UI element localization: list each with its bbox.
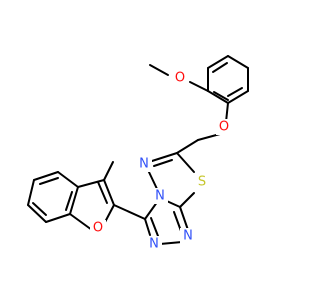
bond-ring-double1: [212, 62, 228, 73]
bond-bf-c3a: [77, 179, 105, 188]
bond-layer: [27, 55, 249, 245]
bond-bf-c3: [103, 179, 115, 206]
bond-bz-double1: [32, 202, 47, 216]
bond-ring3: [227, 55, 249, 69]
atom-n-triazole-a: N: [183, 229, 193, 244]
bond-ring-double3: [213, 91, 229, 101]
bond-c6-s: [176, 152, 195, 173]
bond-bz2: [45, 213, 71, 223]
bond-bz5: [33, 171, 59, 181]
bond-bf-c3-double: [97, 181, 108, 204]
bond-ring5: [227, 90, 249, 104]
atom-n-bridge: N: [155, 189, 165, 204]
atom-o-furan: O: [93, 221, 103, 236]
bond-tz2: [159, 241, 183, 245]
bond-c6-n-double: [153, 159, 173, 167]
atom-n-thiadiazole: N: [139, 157, 149, 172]
bond-tz1-double: [173, 211, 182, 232]
bond-link: [113, 204, 146, 220]
bond-ring-double2: [227, 87, 243, 97]
bond-bz6: [57, 171, 79, 188]
bond-bz3: [27, 204, 47, 223]
bond-bz1: [69, 186, 79, 215]
bond-bz-double2: [39, 177, 59, 185]
bond-tz3-double: [150, 217, 159, 237]
bond-o-aryl: [189, 81, 209, 92]
bond-ring2: [207, 55, 229, 69]
bond-aryl-o: [225, 102, 229, 123]
atom-labels: O O N S N N N O: [90, 70, 232, 252]
bond-ch2-c6: [176, 139, 199, 154]
atom-o-ether: O: [219, 120, 229, 135]
molecule-structure: O O N S N N N O: [27, 55, 249, 252]
bond-bf-methyl: [103, 161, 114, 181]
atom-o-methoxy: O: [175, 71, 185, 86]
bond-bz4: [27, 179, 35, 206]
bond-c6-n: [151, 152, 178, 162]
bond-bf-o-c7a: [69, 213, 93, 231]
atom-s: S: [198, 175, 206, 190]
bond-methyl-o: [149, 64, 169, 76]
bond-s-c: [179, 192, 195, 208]
bond-bz-double3: [65, 191, 73, 211]
bond-tz3: [144, 218, 151, 236]
bond-n-n: [147, 169, 159, 192]
atom-n-triazole-b: N: [149, 237, 159, 252]
bond-tz1: [179, 206, 189, 231]
bond-ring6: [207, 90, 229, 104]
